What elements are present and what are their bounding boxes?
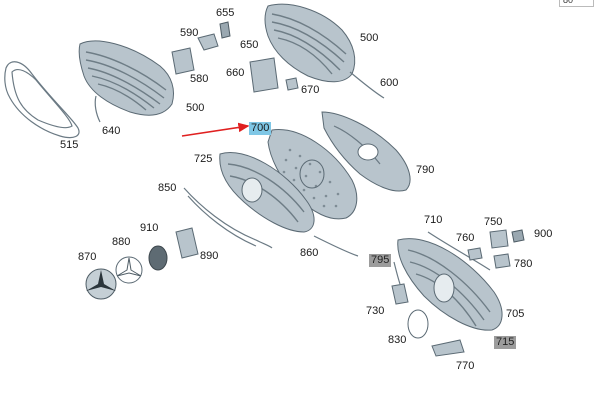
label-870: 870 (78, 251, 97, 263)
bracket-780 (493, 253, 511, 269)
plate-660 (249, 57, 279, 93)
label-660: 660 (226, 67, 245, 79)
label-795: 795 (369, 254, 392, 267)
label-900: 900 (534, 228, 553, 240)
label-730: 730 (366, 305, 385, 317)
label-640: 640 (102, 125, 121, 137)
support-frame-790 (321, 111, 411, 192)
label-830: 830 (388, 334, 407, 346)
bracket-890 (175, 227, 199, 259)
label-725: 725 (194, 153, 213, 165)
grille-frame-725 (219, 152, 315, 233)
label-580: 580 (190, 73, 209, 85)
label-910: 910 (140, 222, 159, 234)
star-emblem-880 (115, 256, 143, 284)
label-750: 750 (484, 216, 503, 228)
bracket-580 (171, 47, 195, 75)
label-705: 705 (506, 308, 525, 320)
disc-910 (148, 245, 168, 271)
clip-760 (467, 247, 483, 261)
strip-860 (313, 235, 359, 257)
sensor-750 (489, 229, 509, 249)
plate-770 (431, 339, 465, 357)
star-emblem-870 (85, 268, 117, 300)
strip-600 (349, 71, 385, 99)
label-790: 790 (416, 164, 435, 176)
label-760: 760 (456, 232, 475, 244)
strip-710 (427, 231, 491, 271)
label-715: 715 (494, 336, 517, 349)
grille-705 (397, 238, 503, 331)
label-850: 850 (158, 182, 177, 194)
label-600: 600 (380, 77, 399, 89)
label-655: 655 (216, 7, 235, 19)
corner-label: 80 (559, 0, 594, 7)
trim-frame-515 (4, 61, 80, 139)
strip-640 (94, 95, 101, 123)
bracket-730 (391, 283, 409, 305)
label-880: 880 (112, 236, 131, 248)
label-780: 780 (514, 258, 533, 270)
bolt-900 (511, 229, 525, 243)
bolt-655 (219, 21, 231, 39)
bracket-590 (197, 33, 219, 51)
label-500-top: 500 (360, 32, 379, 44)
label-650: 650 (240, 39, 259, 51)
label-590: 590 (180, 27, 199, 39)
grille-500-top (264, 3, 356, 83)
label-860: 860 (300, 247, 319, 259)
pointer-arrow (181, 122, 250, 137)
ring-830 (407, 309, 429, 339)
trim-795 (393, 261, 401, 285)
label-770: 770 (456, 360, 475, 372)
grille-500-left (78, 40, 174, 116)
label-890: 890 (200, 250, 219, 262)
label-710: 710 (424, 214, 443, 226)
label-670: 670 (301, 84, 320, 96)
label-700: 700 (249, 122, 272, 135)
label-500-left: 500 (186, 102, 205, 114)
clip-670 (285, 77, 299, 91)
trim-frame-515-inner (11, 68, 73, 129)
trim-850-inner (187, 195, 257, 247)
label-515: 515 (60, 139, 79, 151)
trim-850 (183, 187, 273, 249)
